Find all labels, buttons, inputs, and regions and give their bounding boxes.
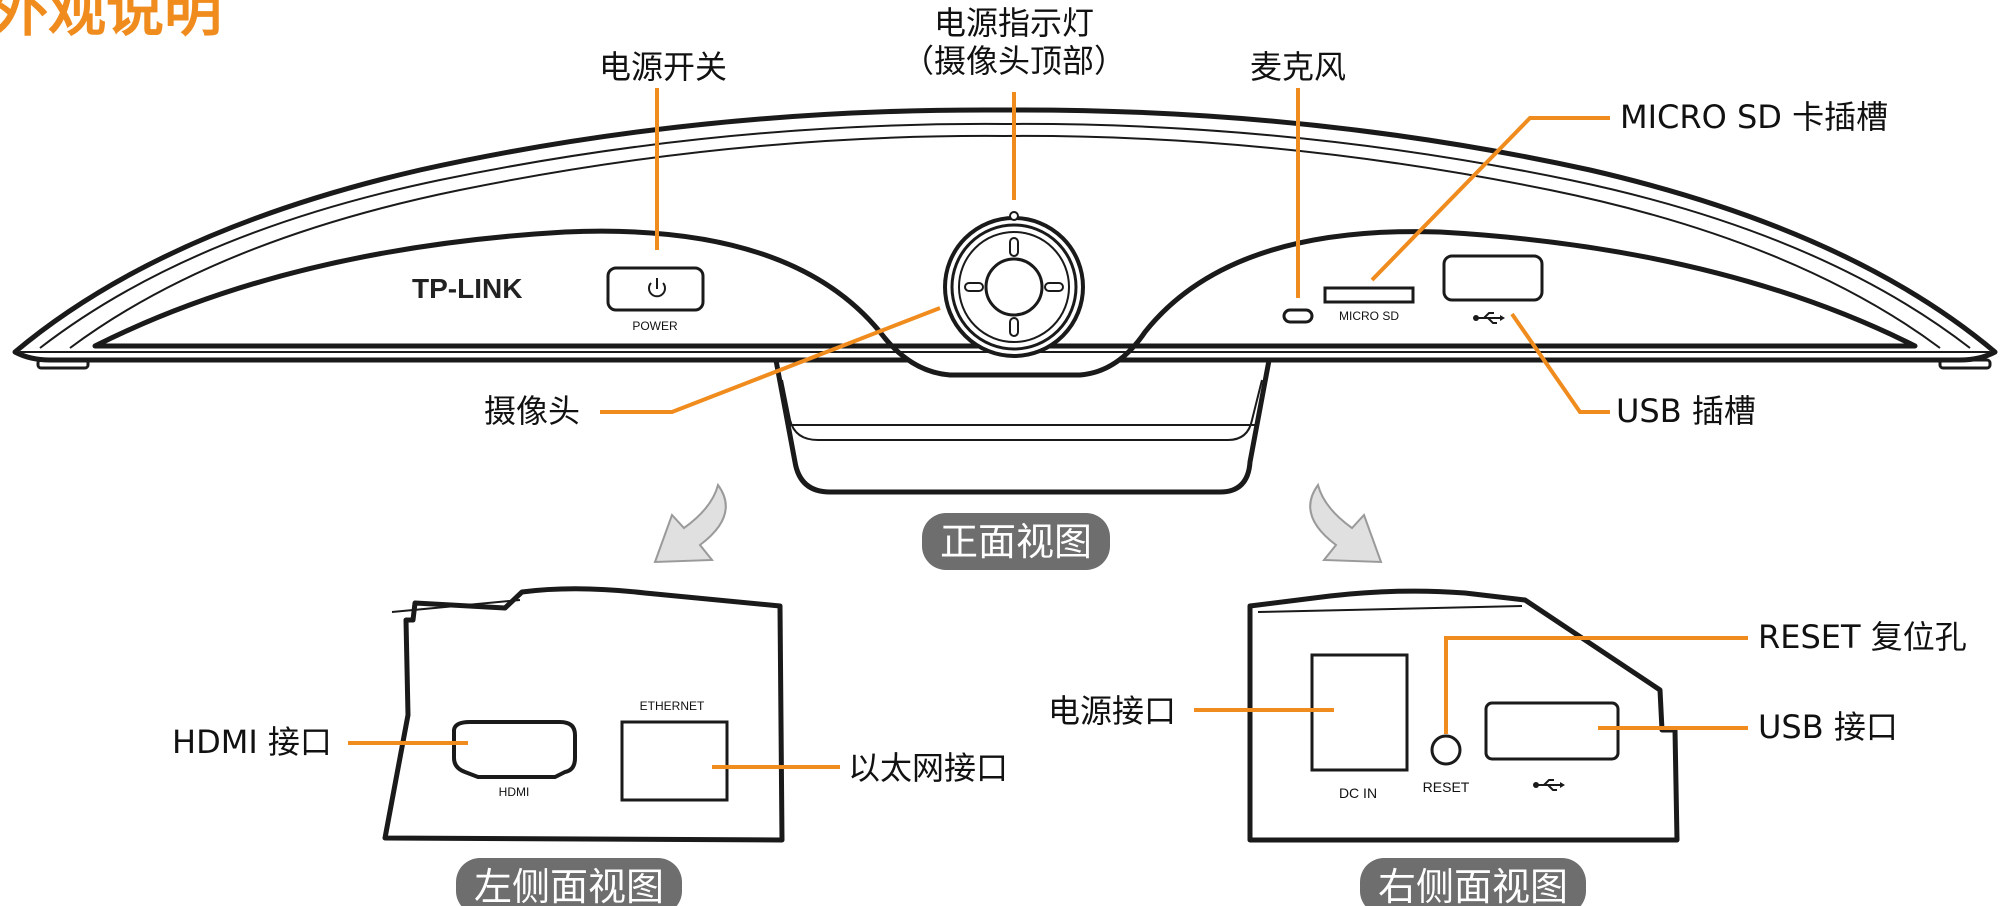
svg-text:左侧面视图: 左侧面视图 — [474, 865, 664, 906]
page-title: 外观说明 — [0, 0, 222, 44]
front-view: TP-LINK POWER MICRO SD — [12, 107, 1998, 495]
micro-sd-slot[interactable] — [1323, 286, 1415, 304]
label-power-switch: 电源开关 — [599, 48, 727, 86]
label-micro-sd-slot: MICRO SD 卡插槽 — [1620, 98, 1888, 136]
hdmi-text: HDMI — [499, 785, 530, 799]
usb-slot-front[interactable] — [1442, 254, 1544, 302]
dc-in-text: DC IN — [1339, 785, 1377, 801]
svg-text:正面视图: 正面视图 — [940, 520, 1092, 564]
caption-front: 正面视图 — [922, 513, 1110, 570]
power-icon — [648, 278, 666, 298]
reset-text: RESET — [1423, 779, 1470, 795]
label-reset: RESET 复位孔 — [1758, 618, 1967, 656]
label-ethernet-port: 以太网接口 — [848, 749, 1008, 787]
brand-logo: TP-LINK — [412, 273, 522, 304]
reset-hole[interactable] — [1430, 734, 1462, 766]
label-power-led-line2: （摄像头顶部） — [902, 42, 1126, 80]
caption-left: 左侧面视图 — [456, 858, 682, 906]
dc-in-port[interactable] — [1310, 653, 1409, 772]
usb-icon — [1473, 312, 1505, 324]
label-power-led-line1: 电源指示灯 — [934, 4, 1094, 42]
caption-right: 右侧面视图 — [1360, 858, 1586, 906]
ethernet-text: ETHERNET — [640, 699, 705, 713]
curved-arrow-icon-right — [1309, 482, 1383, 564]
label-usb-slot: USB 插槽 — [1616, 392, 1756, 430]
power-led — [1009, 211, 1019, 221]
curved-arrow-icon-left — [653, 482, 727, 564]
label-power-port: 电源接口 — [1048, 692, 1176, 730]
label-microphone: 麦克风 — [1250, 48, 1346, 86]
right-side-view: DC IN RESET — [1247, 588, 1680, 843]
svg-text:右侧面视图: 右侧面视图 — [1378, 865, 1568, 906]
microphone-hole — [1282, 308, 1314, 324]
usb-port-side[interactable] — [1484, 701, 1620, 761]
device-stand — [772, 352, 1273, 495]
usb-icon-side — [1533, 779, 1565, 791]
label-usb-port: USB 接口 — [1758, 708, 1898, 746]
power-button[interactable] — [606, 266, 705, 312]
camera-lens[interactable] — [943, 216, 1085, 358]
ethernet-port[interactable] — [620, 720, 729, 802]
hdmi-port[interactable] — [452, 720, 577, 779]
power-text: POWER — [632, 319, 678, 333]
micro-sd-text: MICRO SD — [1339, 309, 1399, 323]
label-hdmi-port: HDMI 接口 — [172, 723, 332, 761]
label-camera: 摄像头 — [484, 392, 580, 430]
left-side-view: HDMI ETHERNET — [382, 586, 785, 843]
